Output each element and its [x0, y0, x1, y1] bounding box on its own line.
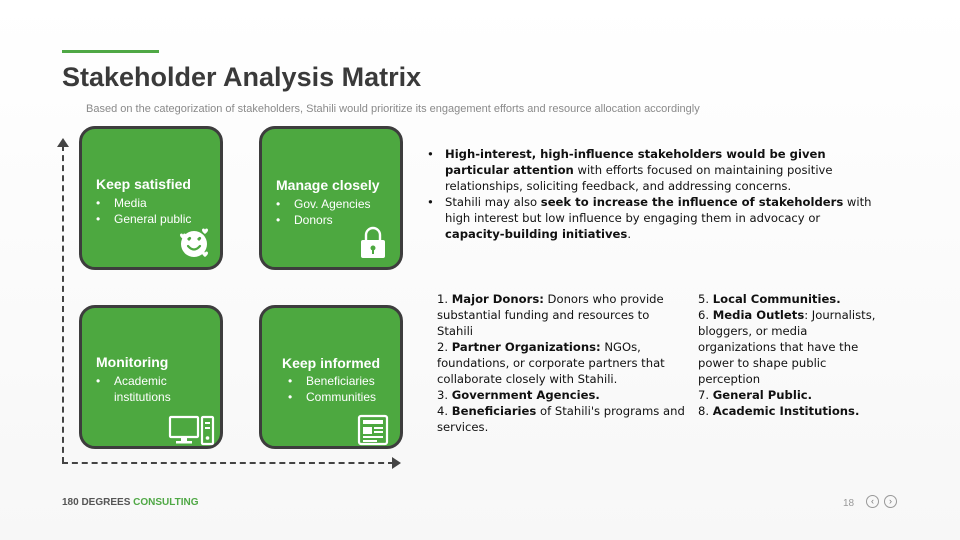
quadrant-list: Media General public — [96, 195, 191, 227]
stakeholder-list-column-1: 1. Major Donors: Donors who provide subs… — [437, 291, 687, 435]
desktop-computer-icon — [168, 415, 215, 446]
list-item: 2. Partner Organizations: NGOs, foundati… — [437, 340, 665, 386]
page-title: Stakeholder Analysis Matrix — [62, 62, 422, 92]
quadrant-title: Keep informed — [282, 355, 381, 371]
quadrant-keep-informed: Keep informed Beneficiaries Communities — [259, 305, 403, 449]
list-item: General public — [96, 211, 191, 227]
quadrant-title: Monitoring — [96, 354, 169, 370]
list-item: 7. General Public. — [698, 388, 813, 402]
list-item: 5. Local Communities. — [698, 292, 841, 306]
newspaper-icon — [357, 414, 389, 446]
chevron-right-icon: › — [889, 496, 892, 506]
quadrant-keep-satisfied: Keep satisfied Media General public — [79, 126, 223, 270]
next-slide-button[interactable]: › — [884, 495, 897, 508]
list-item: 4. Beneficiaries of Stahili's programs a… — [437, 404, 685, 434]
quadrant-title: Keep satisfied — [96, 176, 191, 192]
title-accent-line — [62, 50, 159, 53]
quadrant-manage-closely: Manage closely Gov. Agencies Donors — [259, 126, 403, 270]
vertical-axis — [62, 145, 64, 463]
list-item: 3. Government Agencies. — [437, 388, 600, 402]
page-subtitle: Based on the categorization of stakehold… — [86, 103, 700, 115]
previous-slide-button[interactable]: ‹ — [866, 495, 879, 508]
list-item: Communities — [288, 389, 376, 405]
list-item: Gov. Agencies — [276, 196, 371, 212]
padlock-icon — [361, 226, 385, 258]
chevron-left-icon: ‹ — [871, 496, 874, 506]
strategy-bullets: High-interest, high-influence stakeholde… — [427, 146, 872, 242]
list-item: 1. Major Donors: Donors who provide subs… — [437, 292, 664, 338]
horizontal-axis — [62, 462, 394, 464]
list-item: 8. Academic Institutions. — [698, 404, 860, 418]
vertical-axis-arrow — [57, 138, 69, 147]
list-item: Donors — [276, 212, 371, 228]
list-item: High-interest, high-influence stakeholde… — [427, 146, 872, 194]
quadrant-list: Beneficiaries Communities — [288, 373, 376, 405]
list-item: 6. Media Outlets: Journalists, bloggers,… — [698, 308, 876, 386]
footer-brand: 180 DEGREES CONSULTING — [62, 497, 199, 508]
list-item: Stahili may also seek to increase the in… — [427, 194, 872, 242]
horizontal-axis-arrow — [392, 457, 401, 469]
list-item: Media — [96, 195, 191, 211]
page-number: 18 — [843, 498, 855, 509]
quadrant-title: Manage closely — [276, 177, 380, 193]
stakeholder-list-column-2: 5. Local Communities. 6. Media Outlets: … — [698, 291, 880, 419]
list-item: Beneficiaries — [288, 373, 376, 389]
quadrant-list: Gov. Agencies Donors — [276, 196, 371, 228]
smiling-face-hearts-icon — [180, 228, 208, 257]
